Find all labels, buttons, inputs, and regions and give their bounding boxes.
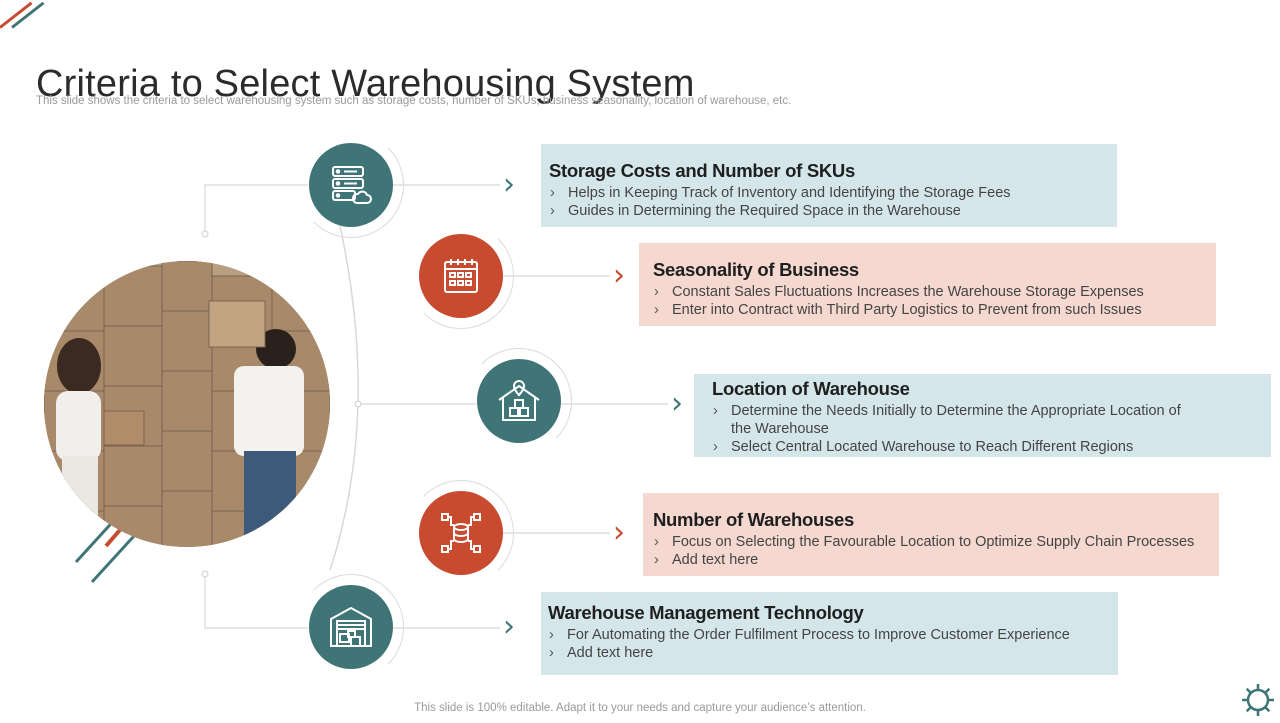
warehouse-workers-photo bbox=[44, 261, 330, 547]
icon-ring bbox=[408, 223, 514, 329]
criteria-heading: Seasonality of Business bbox=[653, 259, 859, 280]
criteria-card-number-of-warehouses: Number of Warehouses Focus on Selecting … bbox=[643, 493, 1219, 576]
warehouse-location-icon bbox=[477, 359, 561, 443]
criteria-point: Focus on Selecting the Favourable Locati… bbox=[653, 533, 1207, 551]
criteria-point: Add text here bbox=[653, 551, 1207, 569]
criteria-heading: Warehouse Management Technology bbox=[548, 602, 864, 623]
criteria-point: Enter into Contract with Third Party Log… bbox=[653, 301, 1204, 319]
icon-ring bbox=[298, 574, 404, 680]
criteria-point: Add text here bbox=[548, 644, 1106, 662]
criteria-point: Guides in Determining the Required Space… bbox=[549, 202, 1105, 220]
criteria-point: Helps in Keeping Track of Inventory and … bbox=[549, 184, 1105, 202]
page-subtitle: This slide shows the criteria to select … bbox=[36, 95, 792, 107]
chevron-right-icon: › bbox=[503, 609, 515, 644]
icon-ring bbox=[408, 480, 514, 586]
criteria-heading: Location of Warehouse bbox=[712, 378, 910, 399]
footer-note: This slide is 100% editable. Adapt it to… bbox=[414, 702, 866, 714]
criteria-card-seasonality: Seasonality of Business Constant Sales F… bbox=[639, 243, 1216, 326]
criteria-card-storage-costs: Storage Costs and Number of SKUs Helps i… bbox=[541, 144, 1117, 227]
warehouse-boxes-icon bbox=[309, 585, 393, 669]
criteria-heading: Number of Warehouses bbox=[653, 509, 854, 530]
chevron-right-icon: › bbox=[613, 258, 625, 293]
criteria-point: Determine the Needs Initially to Determi… bbox=[712, 402, 1259, 438]
criteria-point: Select Central Located Warehouse to Reac… bbox=[712, 438, 1259, 456]
chevron-right-icon: › bbox=[671, 386, 683, 421]
chevron-right-icon: › bbox=[613, 515, 625, 550]
database-network-icon bbox=[419, 491, 503, 575]
gear-icon[interactable] bbox=[1240, 682, 1276, 718]
criteria-card-location: Location of Warehouse Determine the Need… bbox=[694, 374, 1271, 457]
chevron-right-icon: › bbox=[503, 167, 515, 202]
page-title: Criteria to Select Warehousing System bbox=[36, 63, 695, 106]
criteria-card-management-technology: Warehouse Management Technology For Auto… bbox=[541, 592, 1118, 675]
icon-ring bbox=[298, 132, 404, 238]
criteria-point: For Automating the Order Fulfilment Proc… bbox=[548, 626, 1106, 644]
icon-ring bbox=[466, 348, 572, 454]
criteria-point: Constant Sales Fluctuations Increases th… bbox=[653, 283, 1204, 301]
server-cloud-icon bbox=[309, 143, 393, 227]
criteria-heading: Storage Costs and Number of SKUs bbox=[549, 160, 855, 181]
calendar-icon bbox=[419, 234, 503, 318]
